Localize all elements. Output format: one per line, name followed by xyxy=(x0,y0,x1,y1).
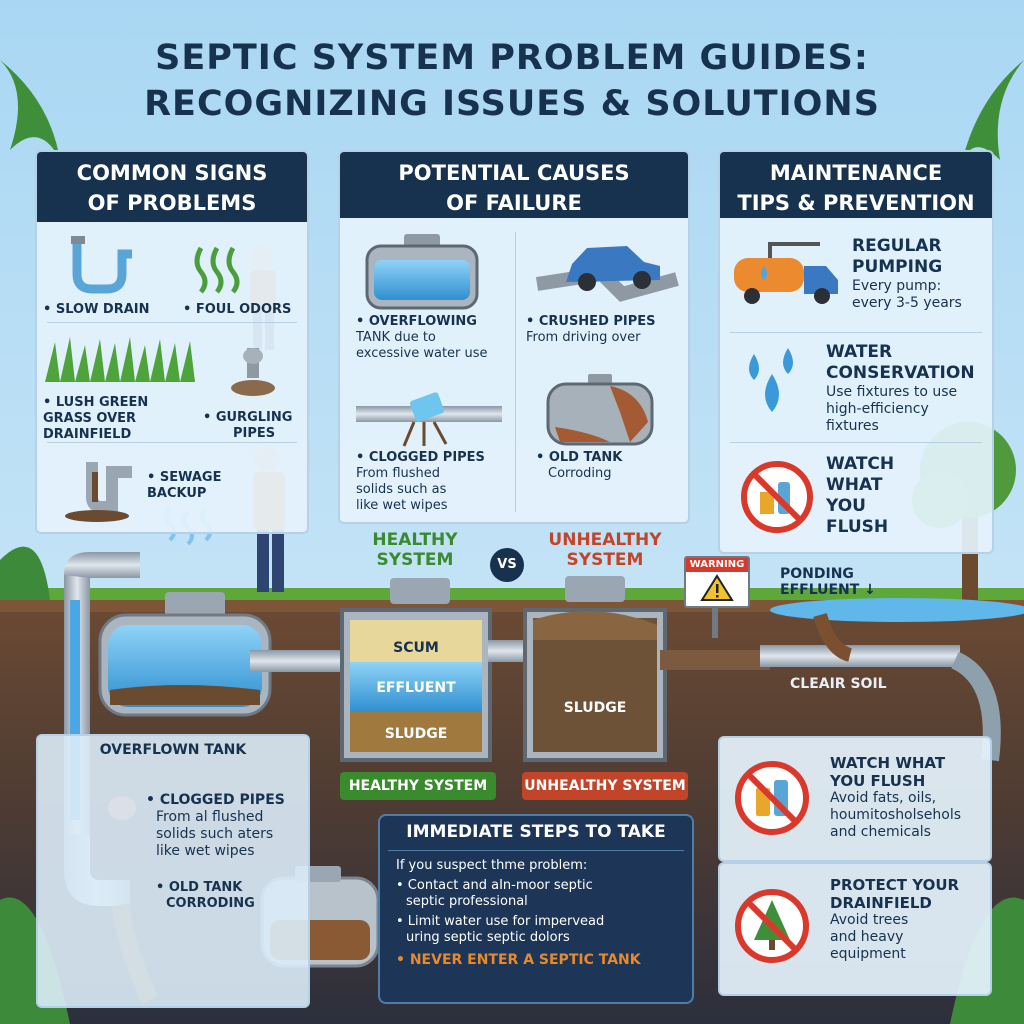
no-trees-icon xyxy=(735,889,809,963)
clogged-pipes-note: • CLOGGED PIPES From al flushed solids s… xyxy=(146,792,285,859)
corroded-tank-icon xyxy=(546,374,654,446)
tips-heading-line2: TIPS & PREVENTION xyxy=(737,191,975,215)
tip-regular-pumping: REGULAR PUMPING Every pump: every 3-5 ye… xyxy=(852,236,962,311)
sink-drain-icon xyxy=(71,236,132,294)
pump-truck-icon xyxy=(734,242,838,304)
unhealthy-heading: UNHEALTHY SYSTEM xyxy=(548,530,662,570)
sign-gurgling-pipes: • GURGLING PIPES xyxy=(203,410,293,441)
cause-old-tank: • OLD TANK Corroding xyxy=(536,450,623,481)
tips-panel-header: MAINTENANCE TIPS & PREVENTION xyxy=(720,152,992,218)
watch-flush-text: WATCH WHAT YOU FLUSH Avoid fats, oils, h… xyxy=(830,754,962,840)
warning-sign: WARNING xyxy=(684,556,750,608)
effluent-label: EFFLUENT xyxy=(376,680,456,696)
causes-panel-header: POTENTIAL CAUSES OF FAILURE xyxy=(340,152,688,218)
warning-triangle-icon xyxy=(700,574,734,601)
gurgling-pipe-icon xyxy=(231,348,275,396)
grass-icon xyxy=(45,337,195,382)
water-drops-icon xyxy=(749,348,793,412)
tip-water-conservation: WATER CONSERVATION Use fixtures to use h… xyxy=(826,342,975,434)
signs-heading-line1: COMMON SIGNS xyxy=(76,161,268,185)
sign-slow-drain: • SLOW DRAIN xyxy=(43,302,150,317)
sign-foul-odors: • FOUL ODORS xyxy=(183,302,292,317)
tips-panel: MAINTENANCE TIPS & PREVENTION REGULAR PU… xyxy=(718,150,994,554)
old-tank-note: • OLD TANK CORRODING xyxy=(156,880,255,911)
overflow-tank-label: OVERFLOWN TANK xyxy=(99,742,247,758)
ponding-effluent-label: PONDING EFFLUENT ↓ xyxy=(780,566,876,598)
overflowing-tank-icon xyxy=(365,234,479,310)
protect-drainfield-panel: PROTECT YOUR DRAINFIELD Avoid trees and … xyxy=(718,862,992,996)
steps-panel: IMMEDIATE STEPS TO TAKE If you suspect t… xyxy=(378,814,694,1004)
tip-watch-flush: WATCH WHAT YOU FLUSH xyxy=(826,454,895,537)
steps-divider xyxy=(388,850,684,851)
cause-clogged-pipes: • CLOGGED PIPES From flushed solids such… xyxy=(356,450,485,513)
unhealthy-system-badge: UNHEALTHY SYSTEM xyxy=(522,772,688,800)
cause-overflowing-tank: • OVERFLOWING TANK due to excessive wate… xyxy=(356,314,488,361)
causes-heading-line1: POTENTIAL CAUSES xyxy=(398,161,630,185)
scum-label: SCUM xyxy=(393,640,439,656)
warning-sign-text: WARNING xyxy=(686,558,748,572)
no-chemicals-icon xyxy=(735,761,809,835)
signs-heading-line2: OF PROBLEMS xyxy=(87,191,257,215)
sign-sewage-backup: • SEWAGE BACKUP xyxy=(147,470,222,501)
odor-waves-icon xyxy=(194,246,240,294)
no-flush-icon xyxy=(741,461,813,533)
car-crushed-pipe-icon xyxy=(535,246,679,302)
watch-flush-panel: WATCH WHAT YOU FLUSH Avoid fats, oils, h… xyxy=(718,736,992,862)
healthy-system-badge: HEALTHY SYSTEM xyxy=(340,772,496,800)
cause-crushed-pipes: • CRUSHED PIPES From driving over xyxy=(526,314,656,345)
page-title-line1: SEPTIC SYSTEM PROBLEM GUIDES: xyxy=(155,38,869,78)
signs-panel: COMMON SIGNS OF PROBLEMS • SLOW DRAIN • … xyxy=(35,150,309,534)
healthy-heading: HEALTHY SYSTEM xyxy=(372,530,458,570)
overflow-panel: OVERFLOWN TANK • CLOGGED PIPES From al f… xyxy=(36,734,310,1008)
steps-body: If you suspect thme problem: • Contact a… xyxy=(396,858,641,968)
tips-heading-line1: MAINTENANCE xyxy=(769,161,943,185)
signs-panel-header: COMMON SIGNS OF PROBLEMS xyxy=(37,152,307,222)
steps-heading: IMMEDIATE STEPS TO TAKE xyxy=(406,822,666,842)
sludge-label-unhealthy: SLUDGE xyxy=(563,700,627,716)
clear-soil-label: CLEAIR SOIL xyxy=(790,676,887,692)
clogged-pipe-icon xyxy=(356,392,502,447)
sign-lush-grass: • LUSH GREEN GRASS OVER DRAINFIELD xyxy=(43,395,149,442)
causes-heading-line2: OF FAILURE xyxy=(446,191,582,215)
sludge-label-healthy: SLUDGE xyxy=(384,726,448,742)
causes-panel: POTENTIAL CAUSES OF FAILURE • OVERFLOWIN… xyxy=(338,150,690,524)
sewage-backup-icon xyxy=(65,462,132,522)
vs-badge: VS xyxy=(490,548,524,582)
page-title-line2: RECOGNIZING ISSUES & SOLUTIONS xyxy=(144,84,880,124)
protect-drainfield-text: PROTECT YOUR DRAINFIELD Avoid trees and … xyxy=(830,876,960,962)
